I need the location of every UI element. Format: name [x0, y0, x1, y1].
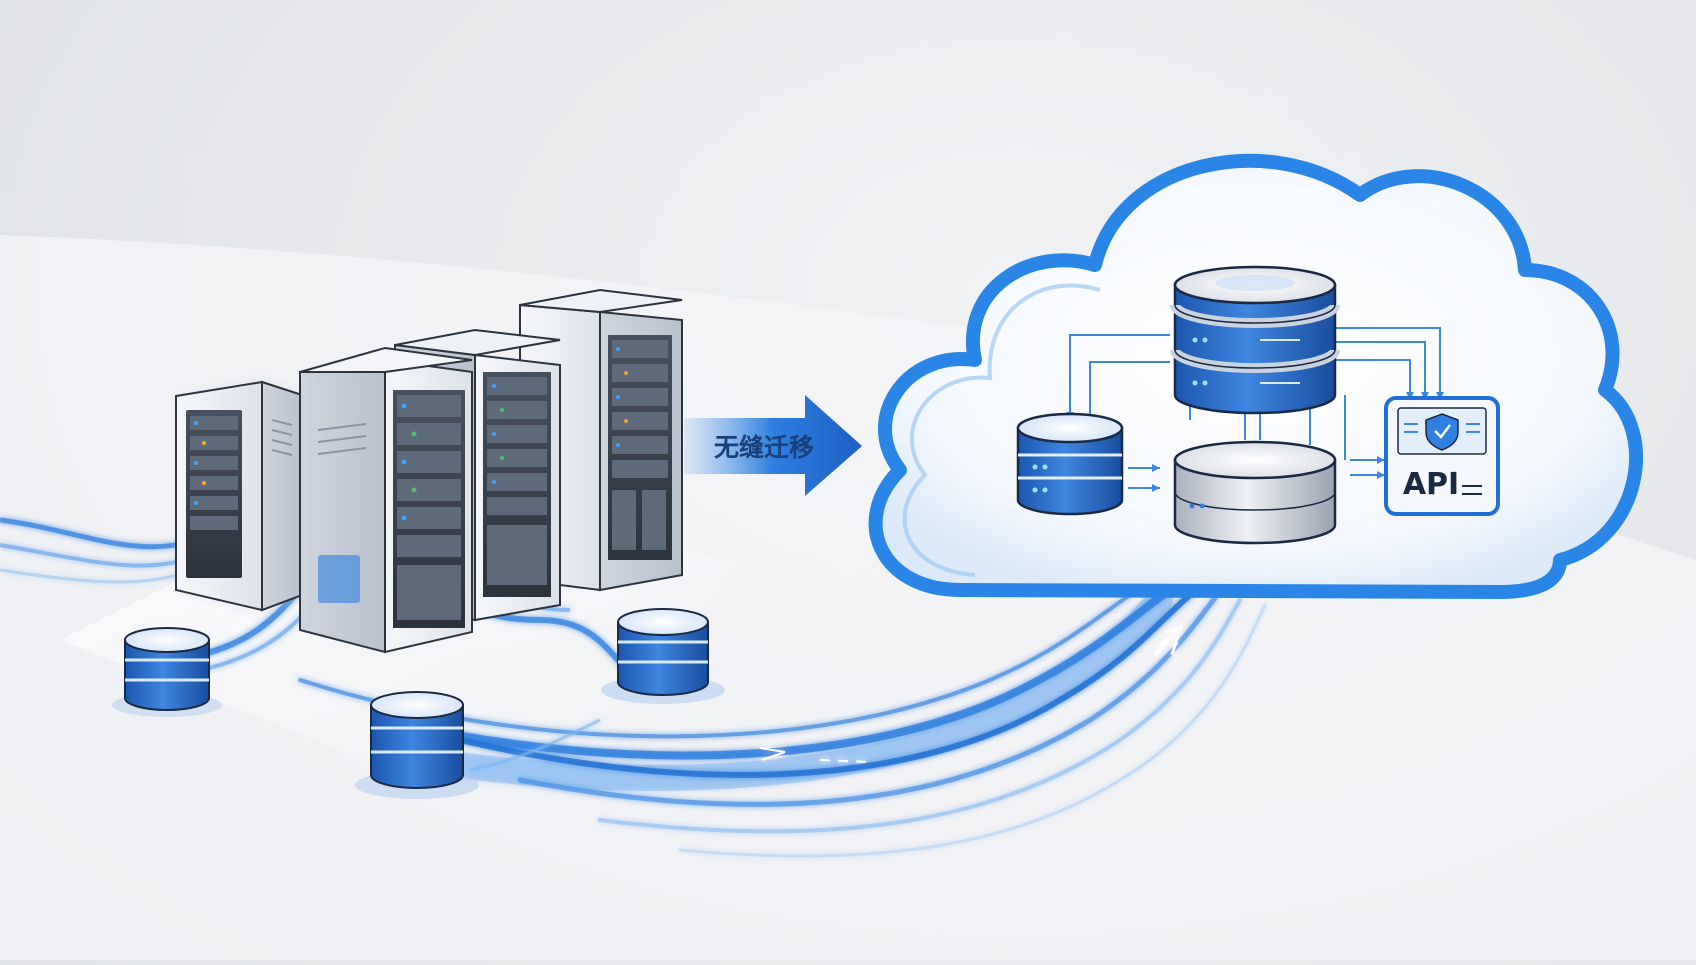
- database-icon: [1016, 412, 1124, 516]
- api-panel: [1384, 396, 1500, 516]
- server-rack-icon: [175, 380, 303, 612]
- arrow-right-icon: [684, 395, 862, 496]
- database-icon: [1173, 440, 1337, 545]
- shield-icon: [1425, 413, 1459, 451]
- database-icon: [355, 691, 479, 799]
- database-icon: [112, 627, 222, 717]
- database-icon: [601, 608, 725, 704]
- server-rack-icon: [299, 346, 473, 654]
- api-label: API: [1403, 467, 1459, 502]
- migration-arrow: [684, 395, 862, 496]
- data-stream-icon: [298, 586, 1267, 858]
- database-icon: [1170, 265, 1340, 415]
- migration-label: 无缝迁移: [714, 433, 814, 462]
